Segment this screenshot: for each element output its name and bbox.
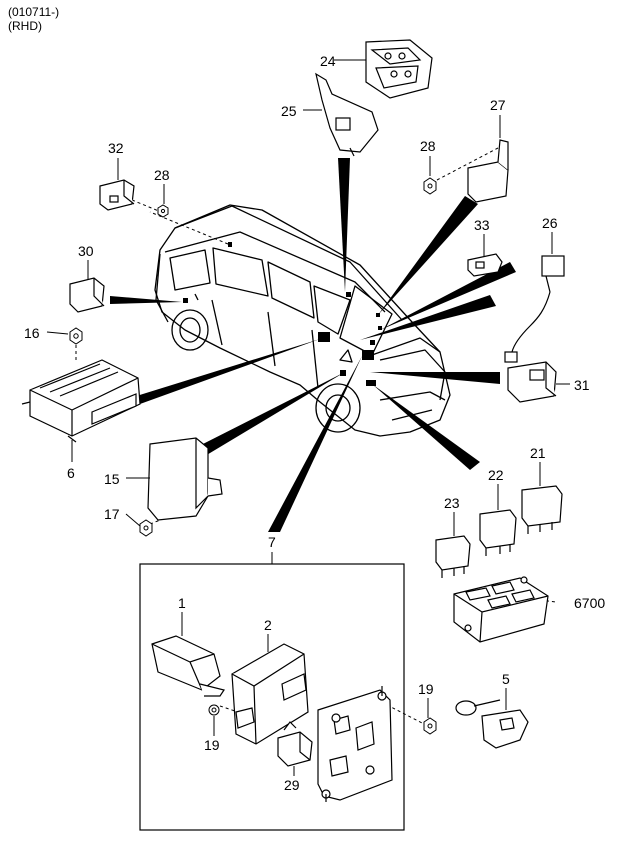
callout-29: 29 (284, 777, 300, 793)
part-31-sensor (507, 361, 557, 403)
relay-21 (521, 485, 563, 534)
nut-icon (157, 177, 437, 218)
relay-22 (479, 509, 517, 556)
callout-1: 1 (178, 595, 186, 611)
part-30-unit (69, 277, 105, 313)
callout-6700: 6700 (574, 595, 605, 611)
callout-30: 30 (78, 243, 94, 259)
callout-25: 25 (281, 103, 297, 119)
mounting-bracket (317, 686, 393, 802)
nut-17-icon (139, 519, 153, 537)
callout-5: 5 (502, 671, 510, 687)
callout-32: 32 (108, 140, 124, 156)
callout-6: 6 (67, 465, 75, 481)
callout-21: 21 (530, 445, 546, 461)
callout-16: 16 (24, 325, 40, 341)
part-27-module (467, 139, 509, 203)
part-25-cover (315, 72, 379, 157)
part-1-module (151, 635, 225, 697)
part-15-unit (147, 437, 223, 521)
part-26-switch (504, 255, 565, 363)
callout-19-left: 19 (204, 737, 220, 753)
part-33-sensor (467, 253, 503, 277)
callout-24: 24 (320, 53, 336, 69)
callout-7: 7 (268, 534, 276, 550)
part-24-box (365, 39, 433, 99)
callout-15: 15 (104, 471, 120, 487)
nut-16-icon (69, 327, 83, 345)
relay-23 (435, 535, 471, 578)
callout-22: 22 (488, 467, 504, 483)
callout-28-right: 28 (420, 138, 436, 154)
callout-26: 26 (542, 215, 558, 231)
callout-numbers: 24 25 27 28 32 28 30 33 26 16 6 15 17 31… (24, 53, 605, 793)
part-6-control-unit (21, 359, 141, 443)
callout-23: 23 (444, 495, 460, 511)
callout-27: 27 (490, 97, 506, 113)
relay-block (453, 576, 549, 643)
callout-33: 33 (474, 217, 490, 233)
washer-icon (208, 704, 437, 735)
part-2-control-unit (231, 643, 309, 745)
part-5-key-fob (455, 699, 529, 749)
callout-28-left: 28 (154, 167, 170, 183)
leader-wedges (110, 158, 516, 532)
header-code: (010711-) (8, 5, 60, 19)
part-29-relay (277, 721, 313, 767)
callout-17: 17 (104, 506, 120, 522)
callout-2: 2 (264, 617, 272, 633)
part-32-module (99, 179, 135, 211)
header-variant: (RHD) (8, 19, 42, 33)
vehicle-illustration (154, 204, 451, 437)
callout-31: 31 (574, 377, 590, 393)
callout-19-right: 19 (418, 681, 434, 697)
callout-leaders (46, 59, 570, 776)
